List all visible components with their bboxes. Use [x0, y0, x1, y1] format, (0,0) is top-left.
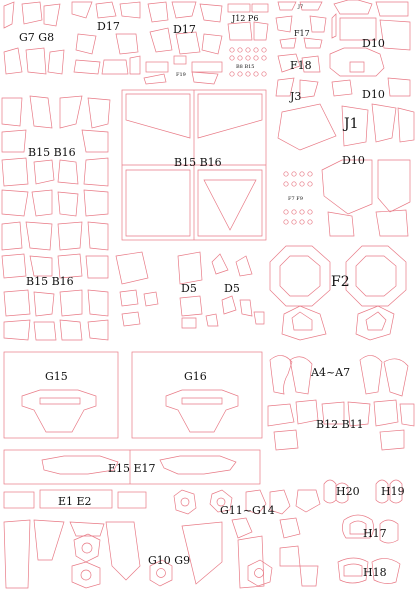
label-g10-g9: G10 G9 — [148, 554, 190, 567]
label-j3: J3 — [289, 90, 301, 103]
label-e1-e2: E1 E2 — [58, 495, 92, 508]
parts-b15-b16-b — [121, 89, 267, 241]
parts-d10-low — [321, 159, 411, 237]
label-d10-mid: D10 — [362, 88, 385, 101]
parts-f18-j3 — [275, 53, 321, 99]
label-e15-e17: E15 E17 — [108, 462, 156, 475]
label-h20: H20 — [336, 485, 360, 498]
parts-d10-mid — [329, 47, 411, 97]
parts-g15 — [3, 351, 119, 439]
parts-e1-e2 — [3, 489, 147, 509]
label-h17: H17 — [363, 527, 387, 540]
label-f18: F18 — [290, 59, 312, 72]
label-d10-low: D10 — [342, 154, 365, 167]
label-d17-left: D17 — [97, 20, 120, 33]
parts-d17-right — [145, 1, 223, 73]
parts-d10-top — [331, 0, 411, 51]
label-d5-a: D5 — [181, 282, 197, 295]
label-d5-b: D5 — [224, 282, 240, 295]
label-g11-g14: G11~G14 — [220, 504, 275, 517]
label-b12-b11: B12 B11 — [316, 418, 364, 431]
parts-f2 — [269, 245, 407, 341]
parts-b8-b15-grid — [229, 47, 267, 77]
parts-j12-p6 — [227, 3, 269, 41]
label-f17: F17 — [294, 29, 310, 38]
label-f2: F2 — [331, 274, 350, 290]
parts-h18 — [337, 557, 401, 584]
parts-b15-b16-c — [1, 253, 109, 341]
parts-f7-f9-grid — [283, 171, 313, 225]
parts-g7-g8 — [3, 1, 65, 75]
label-h18: H18 — [363, 566, 387, 579]
parts-b15-b16-a — [1, 95, 111, 251]
label-g15: G15 — [45, 370, 68, 383]
parts-j1 — [277, 103, 415, 151]
parts-a4-a7 — [269, 355, 409, 397]
parts-g10-g9 — [3, 519, 319, 589]
parts-d17-left — [71, 1, 141, 75]
label-j12-p6: J12 P6 — [231, 14, 258, 23]
label-a4-a7: A4~A7 — [310, 366, 350, 379]
label-g16: G16 — [184, 370, 207, 383]
label-j1: J1 — [342, 116, 359, 132]
label-b15-b16-c: B15 B16 — [26, 275, 74, 288]
label-b8-b15: B8 B15 — [236, 64, 254, 70]
parts-f19 — [143, 71, 219, 85]
parts-h17 — [342, 514, 399, 544]
label-f7-f9: F7 F9 — [288, 196, 303, 202]
label-b15-b16-b: B15 B16 — [174, 156, 222, 169]
label-d10-top: D10 — [362, 37, 385, 50]
parts-g11-g14 — [173, 489, 321, 539]
parts-g16 — [131, 351, 263, 439]
label-j7: J7 — [297, 4, 303, 10]
label-b15-b16-a: B15 B16 — [28, 146, 76, 159]
parts-h20-h19 — [323, 479, 403, 504]
label-f19: F19 — [176, 72, 186, 78]
label-d17-right: D17 — [173, 23, 196, 36]
parts-d5 — [115, 251, 265, 329]
parts-e15-e17 — [3, 449, 261, 485]
label-g7-g8: G7 G8 — [19, 31, 54, 44]
parts-j7-f17 — [275, 1, 327, 49]
label-h19: H19 — [381, 485, 405, 498]
parts-b12-b11 — [267, 399, 415, 451]
